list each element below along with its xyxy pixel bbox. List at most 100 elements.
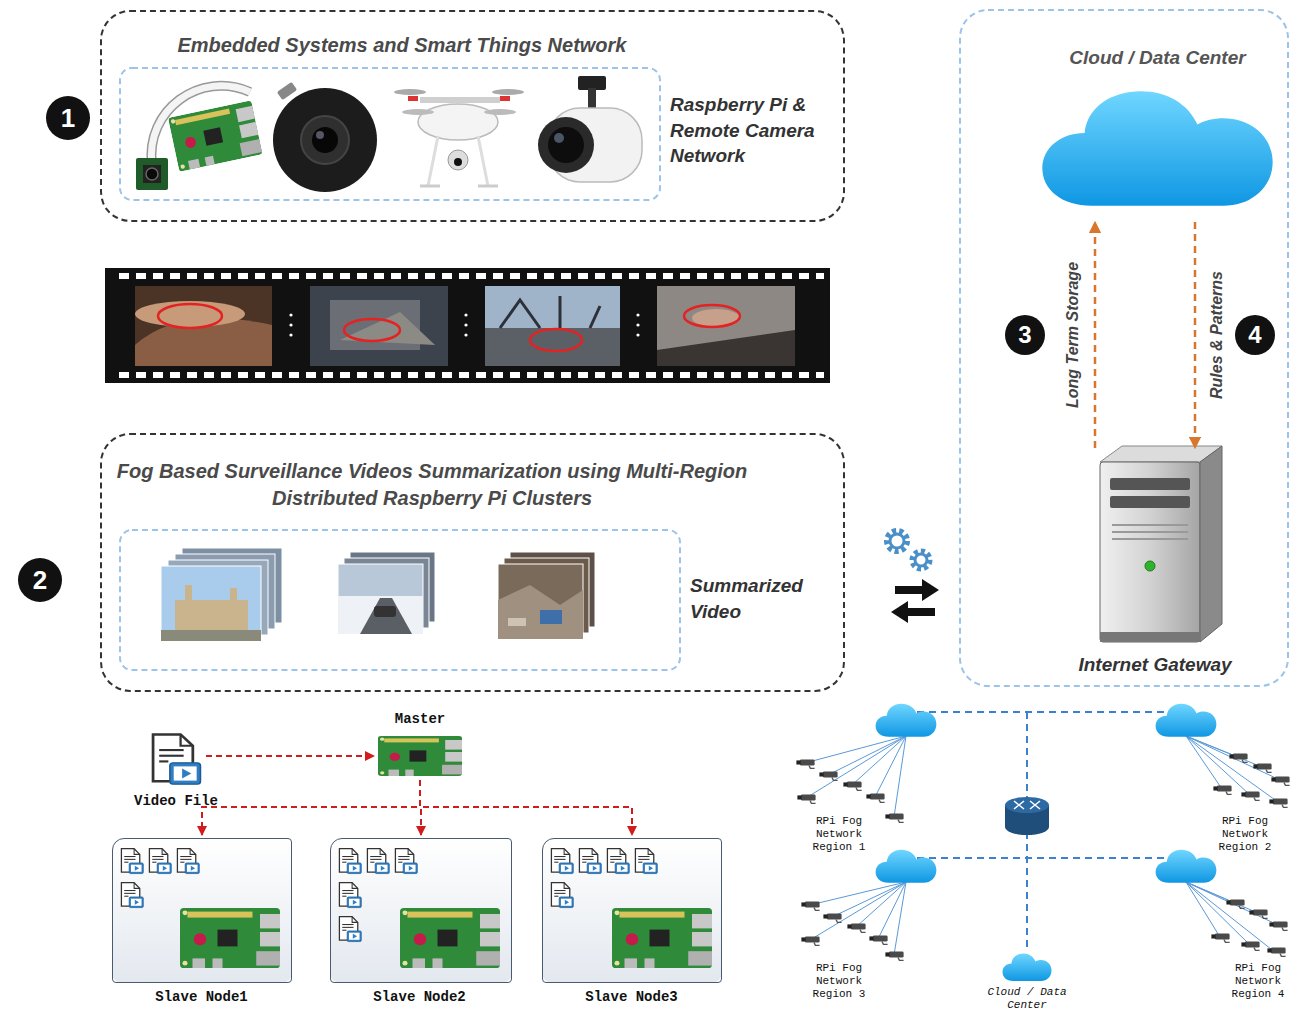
device-photos [168,100,263,171]
fog-network [905,857,1185,859]
rpi-cluster [612,908,712,968]
fog-network [869,935,887,944]
fog-network [810,882,906,940]
callout-number: 4 [1235,315,1275,355]
exchange-icon [895,586,923,594]
rpi-cluster [112,734,722,983]
fog-network [1014,801,1040,809]
cloud-label: Cloud / Data Center [977,986,1077,1012]
node-label: Slave Node1 [113,989,290,1006]
film-strip [464,313,467,316]
summary-frames [120,530,680,670]
film-strip [310,286,448,366]
device-photos [500,96,510,101]
cloud-panel [1112,531,1188,533]
fog-network [1186,736,1262,767]
film-strip [636,313,639,316]
fog-network [796,759,814,768]
film-strip [112,273,824,279]
device-photos [492,89,524,95]
fog-network [1229,753,1247,762]
fog-network [1005,819,1049,835]
film-strip [344,319,400,341]
rpi-cluster [339,849,361,874]
rpi-cluster [339,917,361,942]
device-photos [484,109,516,115]
fog-network [894,882,906,955]
exchange-icon [890,534,904,548]
film-strip [289,333,292,336]
fog-network [1269,798,1287,807]
fog-network [806,736,906,798]
exchange-icon [887,531,907,551]
device-photos [538,117,594,173]
region-label: RPi Fog Network Region 3 [808,962,870,1001]
rpi-cluster [551,883,573,908]
cloud-node: Cloud / Data Center [1040,85,1275,210]
rpi-cluster [180,908,280,968]
slave-node: Slave Node1 [112,838,292,983]
summary-frames [120,530,680,670]
arrow-connector [202,780,420,835]
panel-heading: Fog Based Surveillance Videos Summarizat… [112,458,752,512]
fog-network [796,704,1289,981]
film-strip [464,323,467,326]
rpi-cluster [378,736,462,776]
summary-frames [498,564,583,639]
fog-network [819,771,837,780]
device-photos [120,68,660,200]
node-label: Master [360,711,480,728]
fog-network [1186,882,1220,937]
fog-network [1156,850,1217,883]
cloud-panel [1200,446,1222,642]
panel-box: Embedded Systems and Smart Things Networ… [100,10,845,222]
fog-network [1156,704,1217,737]
rpi-cluster [121,883,143,908]
cloud-panel [1110,496,1190,508]
server-node: Internet Gateway [1085,460,1225,645]
film-strip [657,286,795,350]
cloud-panel [960,10,1288,686]
rpi-cluster [153,734,200,784]
rpi-cluster [367,849,389,874]
exchange-icon [891,601,908,623]
fog-network [805,736,1280,955]
cloud-panel [1112,524,1188,526]
arrow-connector [420,780,632,835]
film-strip [158,304,222,328]
fog-network [1226,899,1244,908]
film-strip [340,312,435,345]
cloud-panel [1042,91,1272,206]
node-heading: Cloud / Data Center [1020,45,1295,71]
film-strip [684,305,740,327]
film-strip [636,333,639,336]
film-strip [289,313,292,316]
rpi-cluster [112,838,292,983]
cloud-panel [960,10,1288,686]
region-label: RPi Fog Network Region 1 [808,815,870,854]
region-label: RPi Fog Network Region 4 [1227,962,1289,1001]
fog-network [828,736,906,775]
summary-frames [338,564,423,634]
film-strip [636,323,639,326]
callout-number: 3 [1005,315,1045,355]
master-node: Master [378,736,462,776]
device-photos [143,165,161,183]
device-photos [273,88,377,192]
device-photos [316,131,324,139]
device-photos [277,82,297,101]
device-photos [454,158,462,166]
summary-frames [161,566,261,641]
fog-network [894,736,906,817]
fog-network [885,951,903,960]
summary-frames [498,585,583,639]
device-photos [146,168,158,180]
fog-network [876,704,937,737]
fog-network [1186,882,1250,945]
device-photos [120,68,660,200]
film-strip [485,328,620,366]
film-strip [485,286,620,366]
device-photos [408,96,418,101]
film-strip [464,333,467,336]
